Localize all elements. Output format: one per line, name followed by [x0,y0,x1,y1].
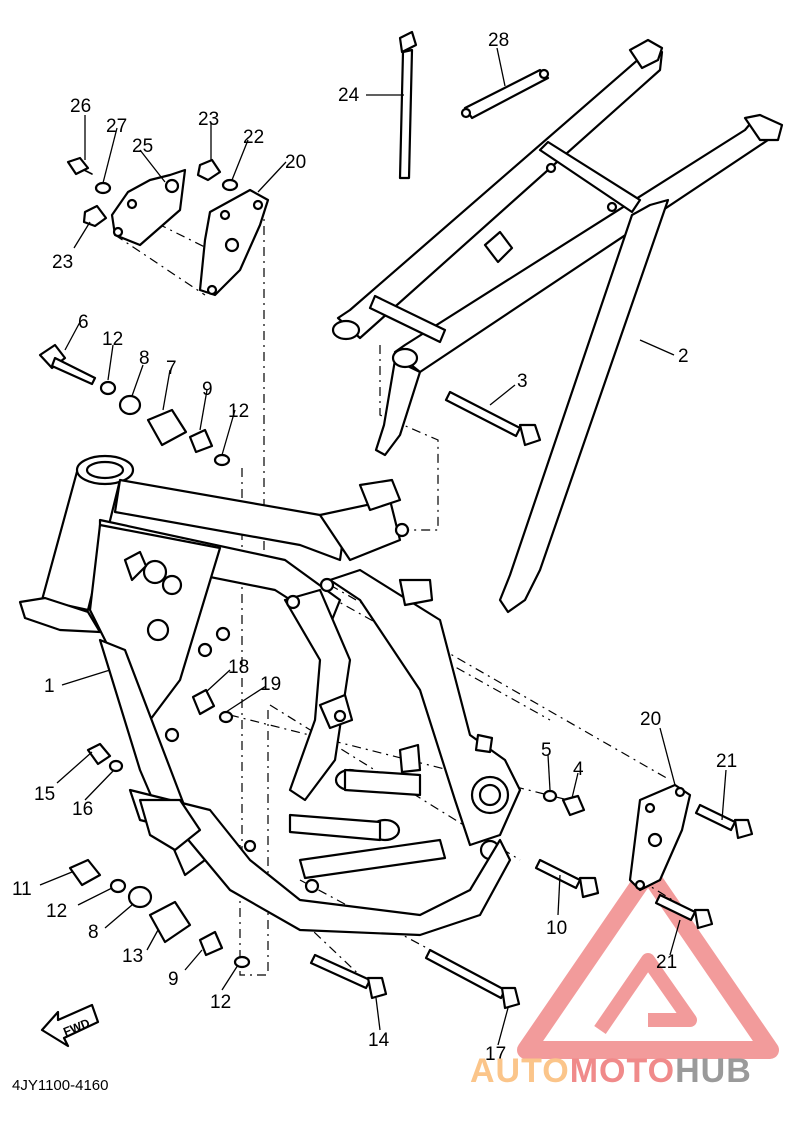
callout-6: 6 [78,312,89,333]
callout-2: 2 [678,346,689,367]
callout-24: 24 [338,85,360,106]
fwd-arrow-icon: FWD [40,1003,100,1048]
callout-9a: 9 [202,379,213,400]
callout-12c: 12 [46,901,67,922]
callout-21a: 21 [716,751,737,772]
callout-20b: 20 [640,709,661,730]
callout-12d: 12 [210,992,231,1013]
callout-17: 17 [485,1044,506,1065]
callout-9b: 9 [168,969,179,990]
callout-28: 28 [488,30,509,51]
rear-subframe [331,38,784,614]
callout-8a: 8 [139,348,150,369]
main-frame [18,454,522,937]
callout-7: 7 [166,358,177,379]
callout-12a: 12 [102,329,123,350]
callout-20a: 20 [285,152,306,173]
callout-16: 16 [72,799,93,820]
watermark-part3: HUB [675,1052,752,1090]
callout-12b: 12 [228,401,249,422]
callout-5: 5 [541,740,552,761]
callout-18: 18 [228,657,249,678]
callout-21b: 21 [656,952,677,973]
callout-8b: 8 [88,922,99,943]
watermark-part1: AUTO [470,1052,570,1090]
diagram-code: 4JY1100-4160 [12,1077,108,1094]
svg-text:AUTOMOTOHUB: AUTOMOTOHUB [470,1052,752,1090]
callout-13: 13 [122,946,143,967]
callout-25: 25 [132,136,153,157]
hardware-parts [38,30,754,1010]
leader-lines [39,47,727,1046]
callout-14: 14 [368,1030,390,1051]
callout-27: 27 [106,116,127,137]
watermark-part2: MOTO [570,1052,675,1090]
callout-19: 19 [260,674,281,695]
callout-22: 22 [243,127,264,148]
callout-23b: 23 [52,252,73,273]
callout-1: 1 [44,676,55,697]
watermark-logo [517,863,779,1059]
callout-4: 4 [573,759,584,780]
callout-26: 26 [70,96,91,117]
callout-10: 10 [546,918,567,939]
callout-23a: 23 [198,109,219,130]
callout-15: 15 [34,784,55,805]
watermark: AUTOMOTOHUB [470,1052,752,1090]
callout-3: 3 [517,371,528,392]
callout-labels: 1 2 3 4 5 6 7 8 8 9 9 10 11 12 12 12 12 … [12,30,737,1065]
callout-11: 11 [12,879,32,900]
